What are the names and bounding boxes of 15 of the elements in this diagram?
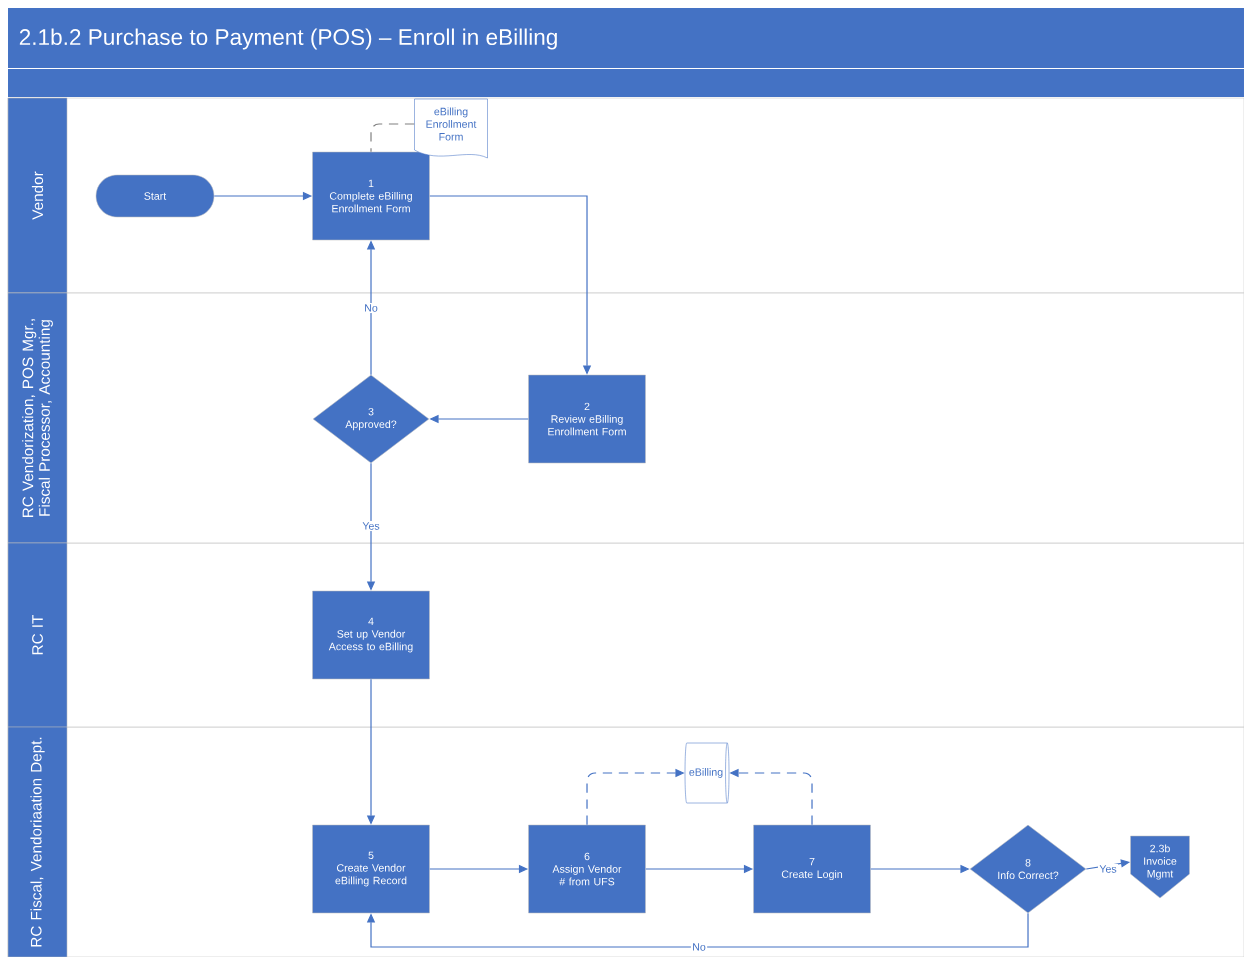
edge-label: Yes (361, 520, 381, 532)
arrow (366, 912, 1029, 948)
process-box: 1 Complete eBilling Enrollment Form (312, 151, 430, 241)
database-cylinder: eBilling (684, 742, 730, 804)
edge-label: No (362, 302, 380, 314)
process-box: 4 Set up Vendor Access to eBilling (312, 590, 430, 680)
start-terminal: Start (95, 174, 215, 218)
process-box: 2 Review eBilling Enrollment Form (528, 374, 646, 464)
process-box: 6 Assign Vendor # from UFS (528, 824, 646, 914)
process-box: 5 Create Vendor eBilling Record (312, 824, 430, 914)
edge-label: No (690, 941, 708, 953)
off-page-connector: 2.3b Invoice Mgmt (1130, 835, 1190, 899)
connector-line (370, 123, 415, 153)
edge-label: Yes (1098, 863, 1118, 875)
process-box: 7 Create Login (753, 824, 871, 914)
